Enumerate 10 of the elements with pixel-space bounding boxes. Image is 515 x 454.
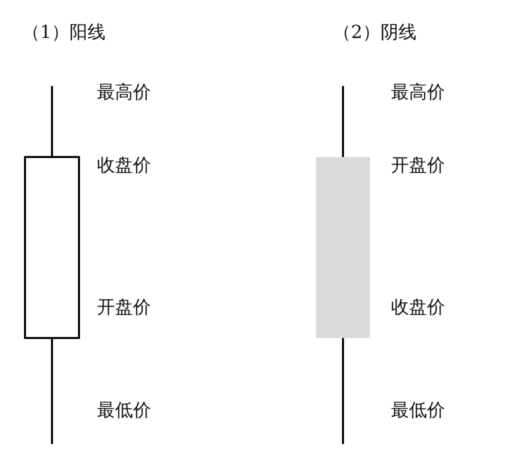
price-label: 最低价: [391, 400, 445, 422]
panel-heading: （1）阳线: [22, 22, 106, 44]
price-label: 收盘价: [391, 297, 445, 319]
panel-heading: （2）阴线: [333, 22, 416, 44]
price-label: 收盘价: [97, 155, 151, 177]
price-label: 最高价: [97, 82, 151, 104]
price-label: 开盘价: [97, 297, 151, 319]
price-label: 最低价: [97, 400, 151, 422]
price-label: 最高价: [391, 82, 445, 104]
price-label: 开盘价: [391, 155, 445, 177]
